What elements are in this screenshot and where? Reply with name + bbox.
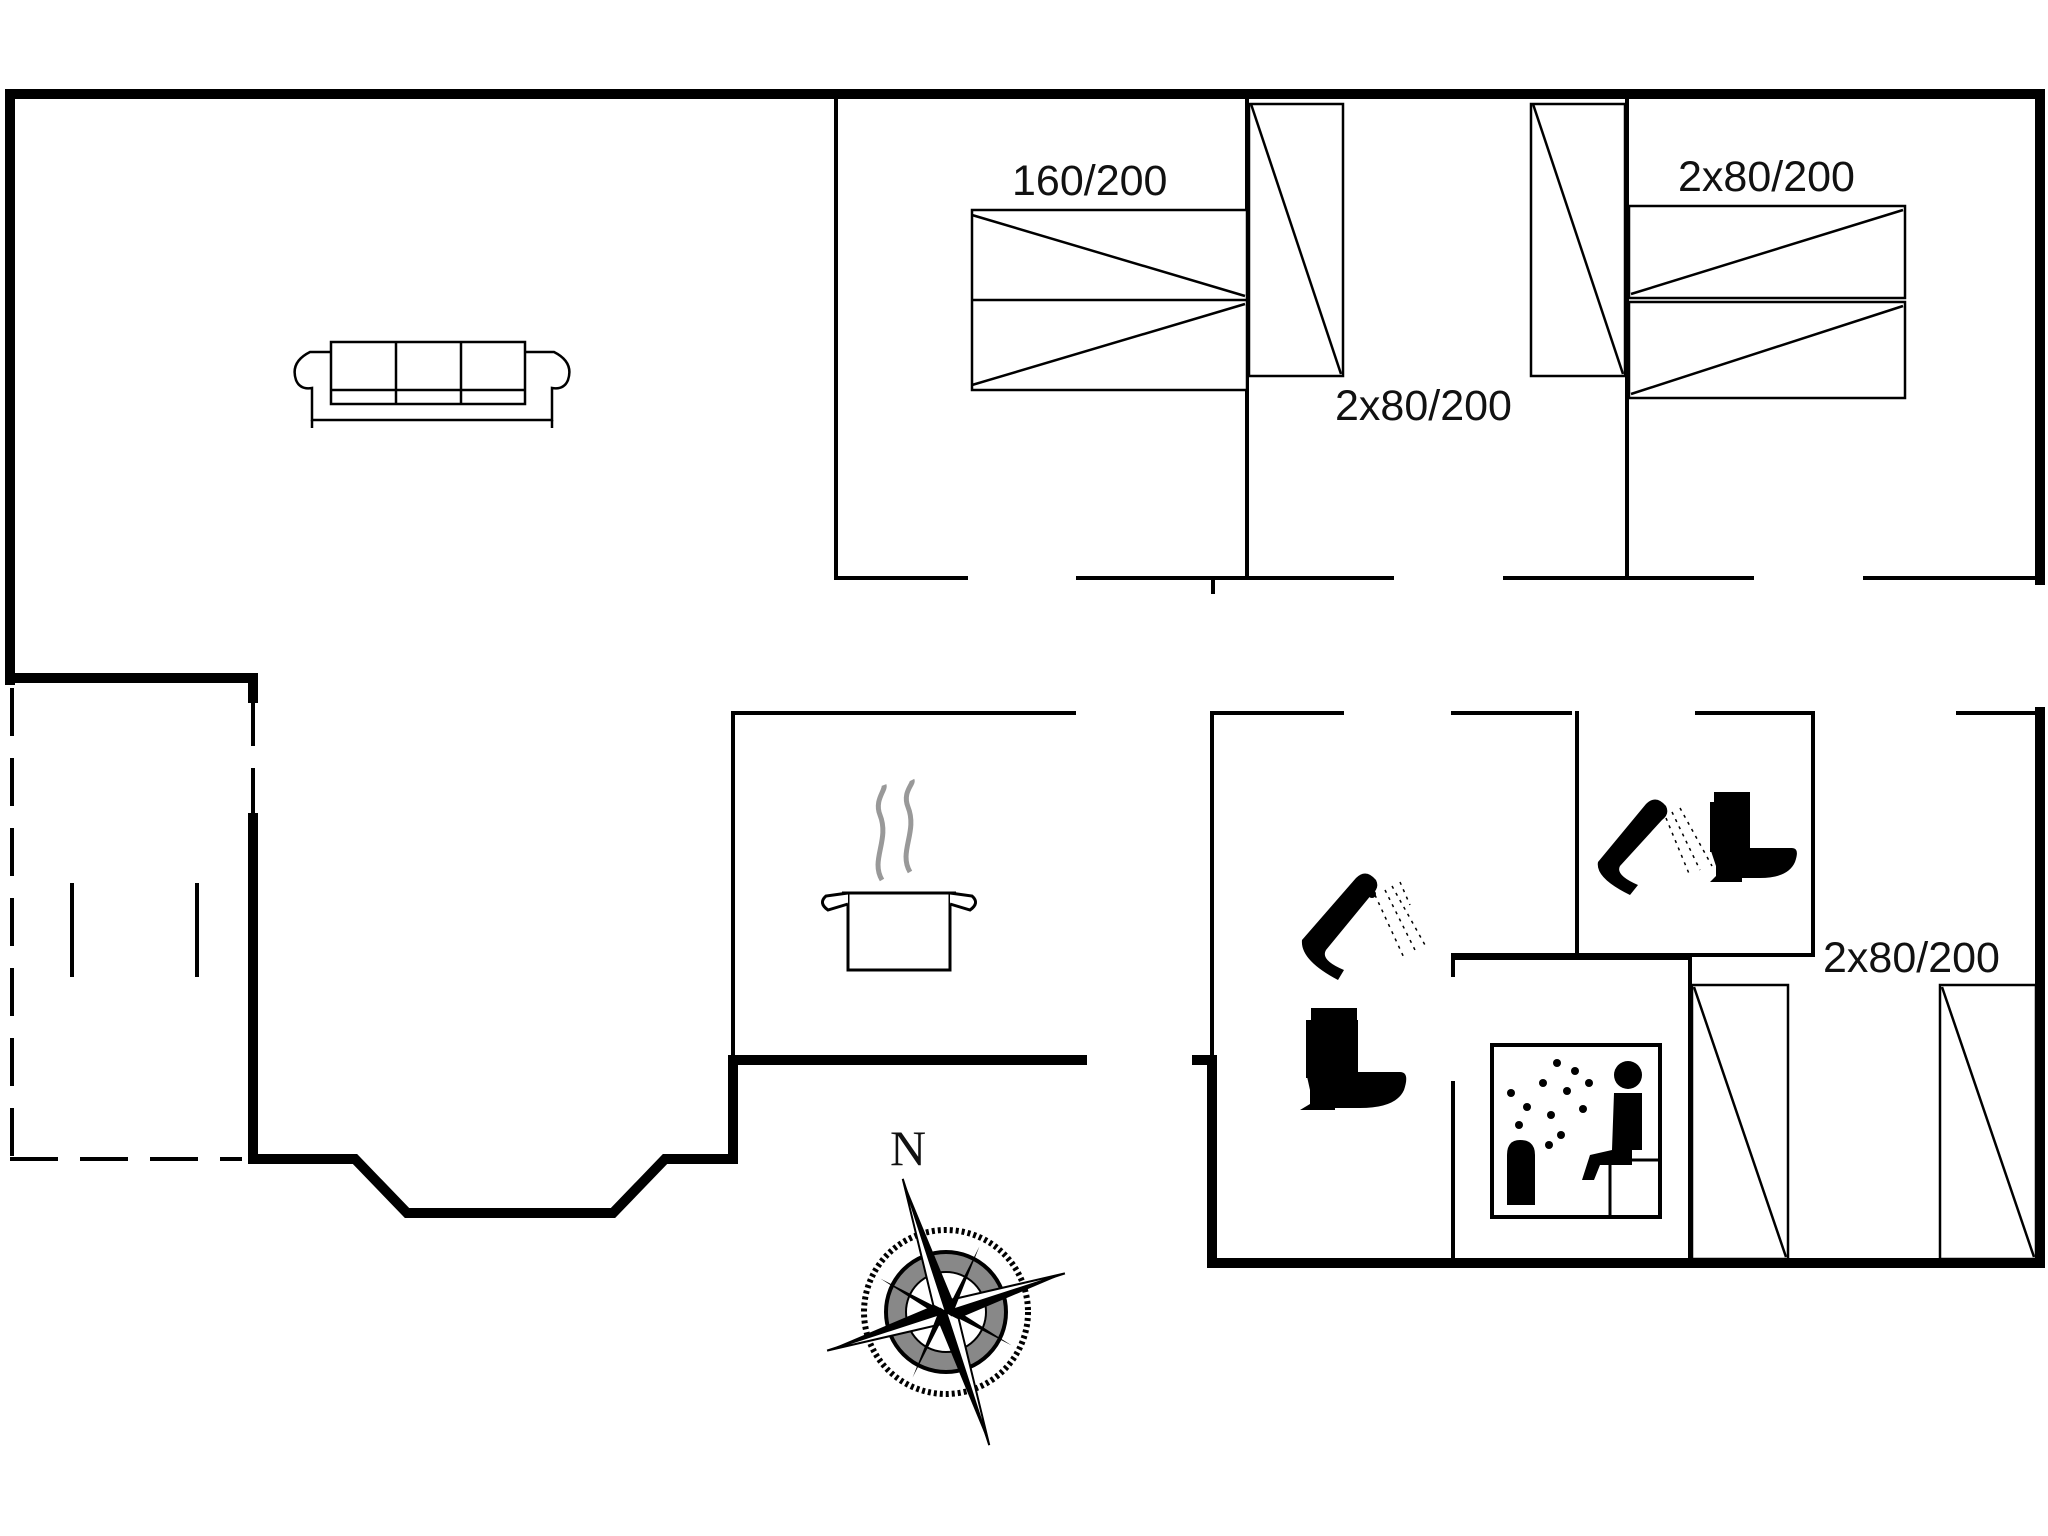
bedroom-walls [834,94,2040,594]
wardrobe [1247,102,1345,378]
sauna-icon [1490,1043,1662,1219]
wardrobe [1690,983,1790,1261]
compass-rose-icon [826,1178,1066,1446]
wardrobe [1529,102,1627,378]
shower-icon [1301,873,1426,980]
shower-icon [1597,799,1713,895]
cooking-pot-icon [821,778,977,972]
twin-beds [1627,204,1907,400]
sofa-icon [293,340,571,428]
wardrobe [1938,983,2038,1261]
bath-block-walls [1210,711,2040,1263]
north-label: N [890,1120,926,1176]
carport-area [10,688,255,1161]
bed-size-label: 160/200 [1012,157,1167,205]
bed-size-label: 2x80/200 [1335,382,1512,430]
double-bed [970,208,1249,392]
bed-size-label: 2x80/200 [1678,153,1855,201]
exterior-walls [5,89,2045,1268]
toilet-icon [1300,1008,1407,1110]
bed-size-label: 2x80/200 [1823,934,2000,982]
toilet-icon [1710,792,1797,882]
kitchen-walls [731,711,1076,1058]
